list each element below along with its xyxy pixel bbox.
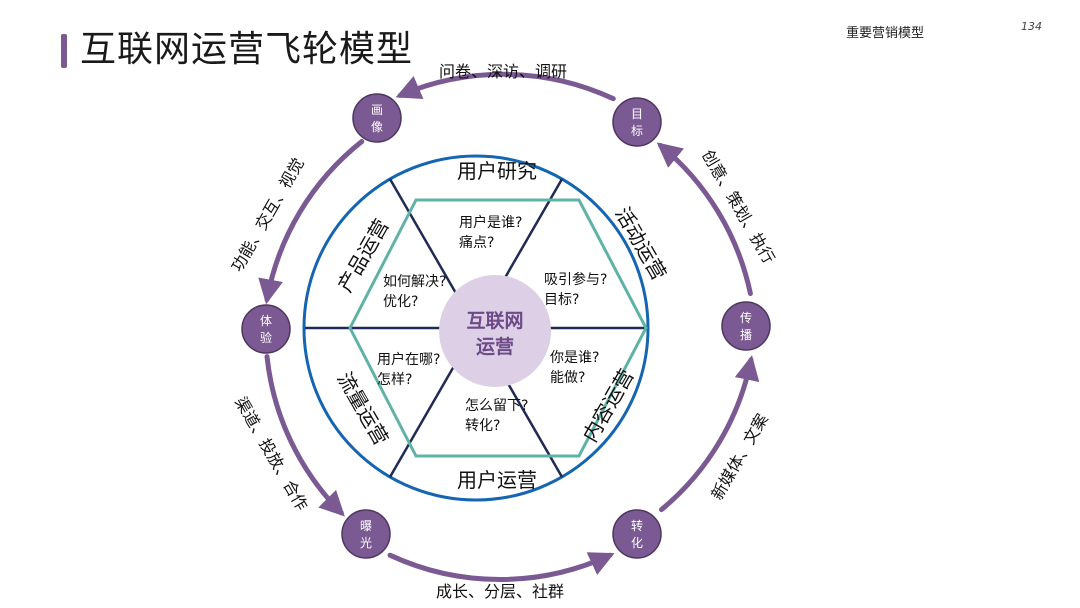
question-top-1: 用户是谁? <box>459 214 522 231</box>
node-goal-line2: 标 <box>631 124 643 138</box>
arc-label-lower-right: 新媒体、文案 <box>707 410 771 503</box>
node-convert: 转 化 <box>612 509 662 559</box>
node-exposure-circle <box>341 509 391 559</box>
flywheel-arrows <box>258 71 760 582</box>
node-goal-line1: 目 <box>631 107 643 121</box>
node-exposure: 曝 光 <box>341 509 391 559</box>
sector-activity-operation: 活动运营 <box>610 203 671 284</box>
section-label: 重要营销模型 <box>846 26 925 41</box>
node-spread-line2: 播 <box>740 328 752 342</box>
sector-user-operation: 用户运营 <box>457 468 537 492</box>
node-goal-circle <box>612 97 662 147</box>
node-portrait: 画 像 <box>352 93 402 143</box>
inner-hexagon <box>348 198 648 458</box>
node-convert-line1: 转 <box>631 518 643 533</box>
center-label-line1: 互联网 <box>466 310 523 332</box>
question-lower-left-2: 怎样? <box>377 372 412 388</box>
title-accent-bar <box>61 34 67 68</box>
node-convert-circle <box>612 509 662 559</box>
node-experience-line2: 验 <box>260 330 272 345</box>
center-label-line2: 运营 <box>476 335 514 358</box>
node-portrait-circle <box>352 93 402 143</box>
page-title: 互联网运营飞轮模型 <box>80 29 414 70</box>
question-lower-left-1: 用户在哪? <box>377 351 440 368</box>
node-exposure-line2: 光 <box>360 536 372 550</box>
question-bottom-1: 怎么留下? <box>465 398 528 414</box>
arrow-exposure-to-convert <box>387 552 615 582</box>
node-convert-line2: 化 <box>631 536 643 550</box>
node-experience-circle <box>241 304 291 354</box>
arrow-goal-to-portrait <box>395 71 616 102</box>
arc-label-top: 问卷、深访、调研 <box>439 62 567 81</box>
arc-label-bottom: 成长、分层、社群 <box>436 582 564 601</box>
arrow-convert-to-spread <box>659 355 760 513</box>
question-upper-left-1: 如何解决? <box>383 274 446 290</box>
page-number: 134 <box>1021 20 1042 33</box>
node-portrait-line2: 像 <box>371 120 383 134</box>
question-lower-right-2: 能做? <box>550 370 585 386</box>
node-portrait-line1: 画 <box>371 103 383 117</box>
arrow-experience-to-exposure <box>264 354 345 517</box>
question-top-2: 痛点? <box>459 234 494 251</box>
node-spread-circle <box>721 301 771 351</box>
node-goal: 目 标 <box>612 97 662 147</box>
node-experience: 体 验 <box>241 304 291 354</box>
center-circle <box>439 275 551 387</box>
node-experience-line1: 体 <box>260 314 272 328</box>
node-spread: 传 播 <box>721 301 771 351</box>
node-exposure-line1: 曝 <box>360 519 372 533</box>
arrow-portrait-to-experience <box>258 139 365 305</box>
outer-ring <box>302 154 650 502</box>
question-upper-right-2: 目标? <box>544 292 579 308</box>
question-upper-left-2: 优化? <box>383 294 418 310</box>
question-upper-right-1: 吸引参与? <box>544 271 607 288</box>
node-spread-line1: 传 <box>740 310 752 325</box>
arrow-spread-to-goal <box>656 142 753 296</box>
sector-user-research: 用户研究 <box>457 159 537 183</box>
question-bottom-2: 转化? <box>465 418 500 434</box>
question-lower-right-1: 你是谁? <box>550 350 599 366</box>
question-group: 用户是谁? 痛点? 吸引参与? 目标? 你是谁? 能做? 怎么留下? 转化? 用… <box>377 214 607 434</box>
